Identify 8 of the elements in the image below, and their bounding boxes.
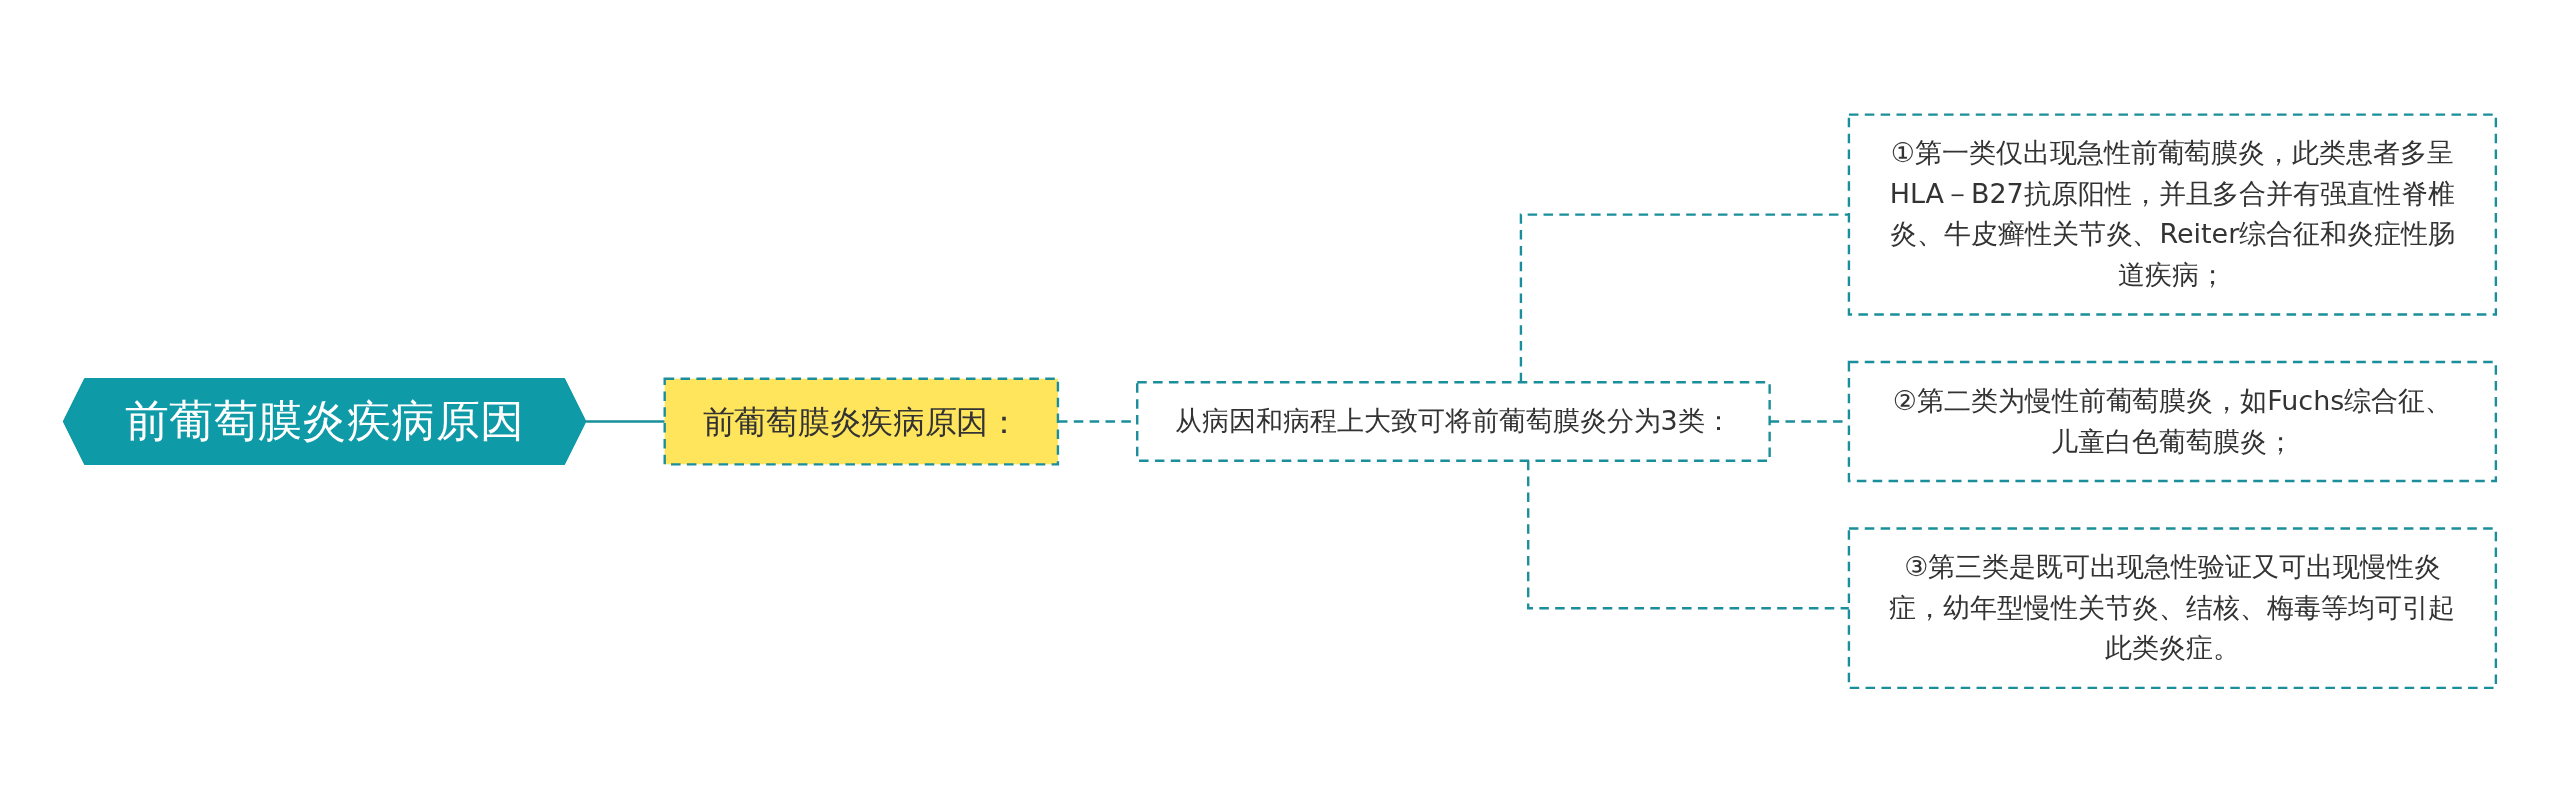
connector: [1519, 213, 1850, 383]
node-box: ②第二类为慢性前葡萄膜炎，如Fuchs综合征、儿童白色葡萄膜炎；: [1847, 361, 2498, 483]
connector: [585, 420, 665, 424]
node-box: 前葡萄膜炎疾病原因：: [663, 377, 1060, 466]
node-box: ③第三类是既可出现急性验证又可出现慢性炎症，幼年型慢性关节炎、结核、梅毒等均可引起此类炎症。: [1847, 527, 2498, 690]
connector: [1527, 460, 1850, 610]
node-box: 从病因和病程上大致可将前葡萄膜炎分为3类：: [1136, 381, 1772, 463]
node-box: ①第一类仅出现急性前葡萄膜炎，此类患者多呈HLA－B27抗原阳性，并且多合并有强直性脊椎炎、牛皮癣性关节炎、Reiter综合征和炎症性肠道疾病；: [1847, 113, 2498, 316]
